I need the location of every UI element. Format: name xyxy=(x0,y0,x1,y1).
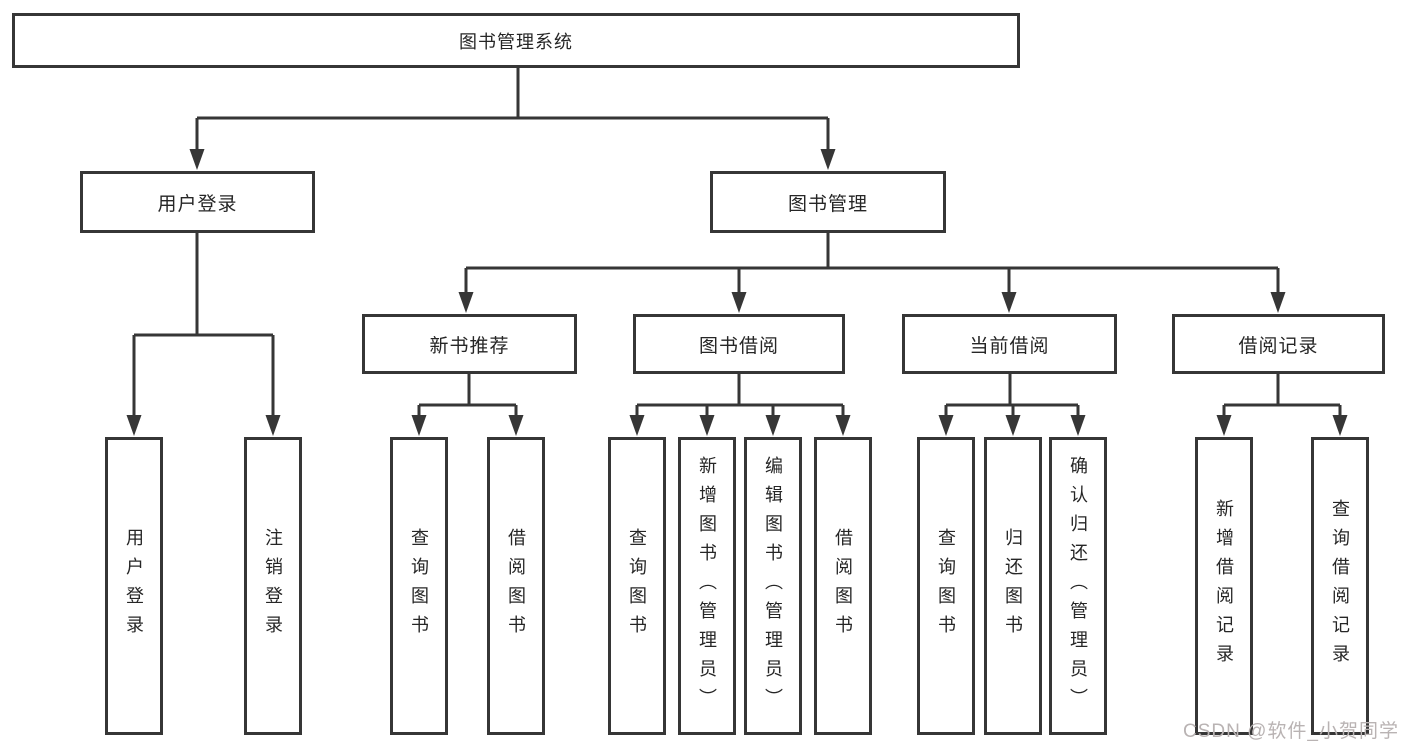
leaf-add-borrow-record: 新增借阅记录 xyxy=(1195,437,1253,735)
leaf-label: 确认归还（管理员） xyxy=(1068,455,1088,717)
leaf-label: 查询借阅记录 xyxy=(1330,499,1350,673)
csdn-watermark: CSDN @软件_小贺同学 xyxy=(1183,721,1399,742)
node-borrowing-records: 借阅记录 xyxy=(1172,314,1385,374)
leaf-user-login: 用户登录 xyxy=(105,437,163,735)
node-label: 图书借阅 xyxy=(698,335,779,357)
leaf-edit-book-admin: 编辑图书（管理员） xyxy=(744,437,802,735)
leaf-query-books-borrow: 查询图书 xyxy=(608,437,666,735)
node-new-book-recommendation: 新书推荐 xyxy=(362,314,577,374)
leaf-label: 新增借阅记录 xyxy=(1214,499,1234,673)
node-book-borrowing: 图书借阅 xyxy=(633,314,845,374)
node-label: 用户登录 xyxy=(157,193,238,215)
node-label: 新书推荐 xyxy=(429,335,510,357)
leaf-label: 注销登录 xyxy=(263,528,283,644)
node-label: 图书管理 xyxy=(787,193,868,215)
leaf-borrow-books: 借阅图书 xyxy=(814,437,872,735)
node-label: 图书管理系统 xyxy=(459,31,573,52)
leaf-label: 查询图书 xyxy=(627,528,647,644)
leaf-label: 用户登录 xyxy=(124,528,144,644)
leaf-label: 借阅图书 xyxy=(506,528,526,644)
leaf-label: 归还图书 xyxy=(1003,528,1023,644)
node-current-borrowing: 当前借阅 xyxy=(902,314,1117,374)
leaf-label: 查询图书 xyxy=(936,528,956,644)
leaf-borrow-books-recommend: 借阅图书 xyxy=(487,437,545,735)
node-label: 借阅记录 xyxy=(1238,335,1319,357)
leaf-logout: 注销登录 xyxy=(244,437,302,735)
leaf-add-book-admin: 新增图书（管理员） xyxy=(678,437,736,735)
node-book-management: 图书管理 xyxy=(710,171,946,233)
leaf-confirm-return-admin: 确认归还（管理员） xyxy=(1049,437,1107,735)
leaf-query-books-recommend: 查询图书 xyxy=(390,437,448,735)
leaf-query-borrow-record: 查询借阅记录 xyxy=(1311,437,1369,735)
leaf-return-books: 归还图书 xyxy=(984,437,1042,735)
node-label: 当前借阅 xyxy=(969,335,1050,357)
leaf-label: 借阅图书 xyxy=(833,528,853,644)
leaf-label: 编辑图书（管理员） xyxy=(763,455,783,717)
leaf-query-books-current: 查询图书 xyxy=(917,437,975,735)
leaf-label: 新增图书（管理员） xyxy=(697,455,717,717)
leaf-label: 查询图书 xyxy=(409,528,429,644)
node-user-login: 用户登录 xyxy=(80,171,315,233)
node-library-management-system: 图书管理系统 xyxy=(12,13,1020,68)
